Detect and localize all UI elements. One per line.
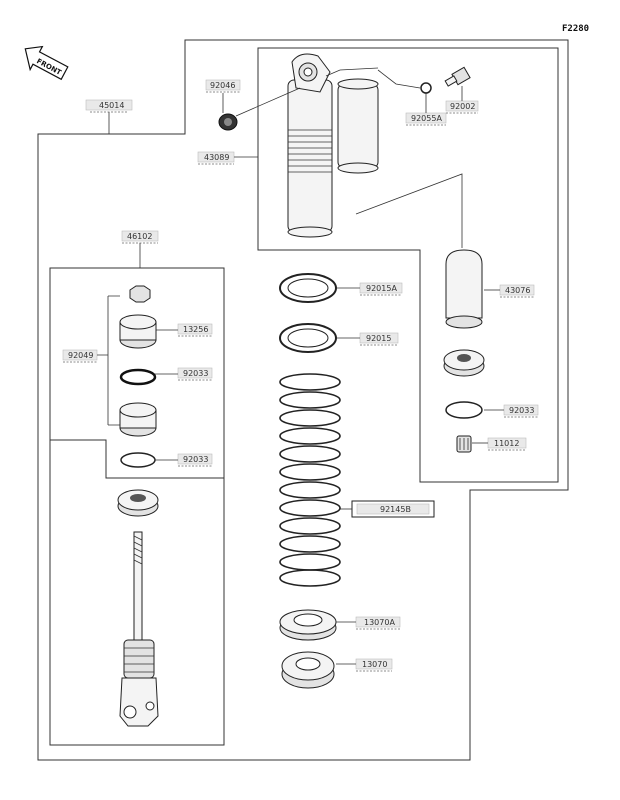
svg-text:92033: 92033 <box>183 369 208 378</box>
svg-text:11012: 11012 <box>494 439 519 448</box>
label-92033-mid: 92033 <box>155 367 213 381</box>
label-92055a: 92055A <box>405 93 447 126</box>
valve-core-11012 <box>456 435 472 453</box>
label-43076: 43076 <box>484 284 535 298</box>
label-46102: 46102 <box>121 230 159 268</box>
svg-text:92055A: 92055A <box>411 114 442 123</box>
label-13070: 13070 <box>336 658 393 672</box>
bushing-92046 <box>218 87 301 131</box>
svg-text:92015: 92015 <box>366 334 391 343</box>
svg-text:92015A: 92015A <box>366 284 397 293</box>
seat-13070 <box>281 651 335 689</box>
svg-text:92033: 92033 <box>509 406 534 415</box>
label-92015: 92015 <box>336 332 399 346</box>
label-43089: 43089 <box>197 151 258 165</box>
circlip-right <box>445 401 483 419</box>
reservoir-cylinder <box>325 67 379 174</box>
piston-rod <box>119 531 159 727</box>
svg-text:43089: 43089 <box>204 153 229 162</box>
figure-code: F2280 <box>562 24 589 34</box>
svg-text:92049: 92049 <box>68 351 93 360</box>
svg-text:13070: 13070 <box>362 660 387 669</box>
svg-text:92002: 92002 <box>450 102 475 111</box>
label-92002: 92002 <box>445 86 479 114</box>
rod-frame <box>49 440 225 746</box>
label-92046: 92046 <box>205 79 241 113</box>
circlip-left <box>120 452 156 468</box>
front-arrow-icon: FRONT <box>24 45 69 81</box>
oring-92055a <box>420 82 432 94</box>
seal-cap <box>117 489 159 517</box>
svg-text:45014: 45014 <box>99 101 124 110</box>
svg-text:92033: 92033 <box>183 455 208 464</box>
valve-92002 <box>444 66 471 87</box>
svg-text:13256: 13256 <box>183 325 208 334</box>
oring-92033-mid <box>119 368 157 386</box>
bumper-lower <box>119 402 157 437</box>
bumper-13256 <box>119 314 157 349</box>
nut-top <box>129 285 151 303</box>
label-92145b: 92145B <box>340 500 435 518</box>
svg-text:46102: 46102 <box>127 232 152 241</box>
reservoir-leader <box>355 173 463 248</box>
locknut-92015 <box>279 323 337 353</box>
label-45014: 45014 <box>85 99 133 134</box>
label-92015a: 92015A <box>336 282 403 296</box>
assembly-frame <box>37 39 569 761</box>
reservoir-frame <box>257 47 559 483</box>
locknut-92015a <box>279 273 337 303</box>
seat-13070a <box>279 609 337 641</box>
label-13256: 13256 <box>155 323 213 337</box>
spring-92145b <box>279 373 341 587</box>
label-92033-left: 92033 <box>155 453 213 467</box>
svg-text:92145B: 92145B <box>380 505 411 514</box>
svg-text:43076: 43076 <box>505 286 530 295</box>
label-92033-right: 92033 <box>484 404 539 418</box>
shock-body <box>287 53 333 238</box>
label-11012: 11012 <box>472 437 527 451</box>
svg-text:13070A: 13070A <box>364 618 395 627</box>
reservoir-cap <box>443 349 485 377</box>
label-13070a: 13070A <box>336 616 401 630</box>
bladder-43076 <box>445 249 483 329</box>
svg-text:92046: 92046 <box>210 81 235 90</box>
label-92049: 92049 <box>62 295 120 426</box>
